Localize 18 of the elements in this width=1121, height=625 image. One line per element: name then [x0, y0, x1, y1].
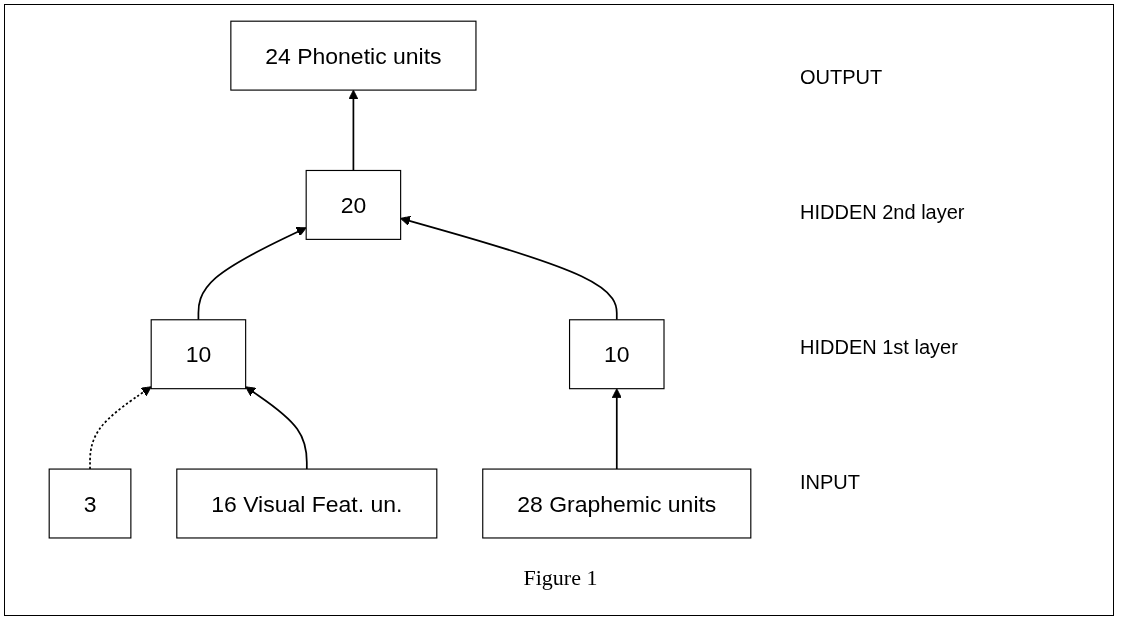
node-box: 20: [305, 170, 402, 241]
layer-label: HIDDEN 1st layer: [800, 336, 959, 359]
layer-label: HIDDEN 2nd layer: [800, 201, 965, 224]
arrow: [197, 227, 307, 322]
node-box: 24 Phonetic units: [230, 21, 477, 92]
node-box: 10: [150, 319, 247, 390]
figure-caption: Figure 1: [523, 565, 598, 590]
layer-label: INPUT: [800, 471, 861, 494]
node-box: 10: [568, 319, 665, 390]
layer-label: OUTPUT: [800, 66, 884, 89]
node-box: 3: [48, 468, 132, 539]
node-box: 16 Visual Feat. un.: [176, 468, 438, 539]
arrow: [611, 388, 622, 471]
arrow: [400, 216, 618, 322]
arrow: [89, 386, 152, 471]
node-box: 28 Graphemic units: [482, 468, 752, 539]
arrow: [348, 90, 359, 172]
arrow: [245, 386, 308, 471]
